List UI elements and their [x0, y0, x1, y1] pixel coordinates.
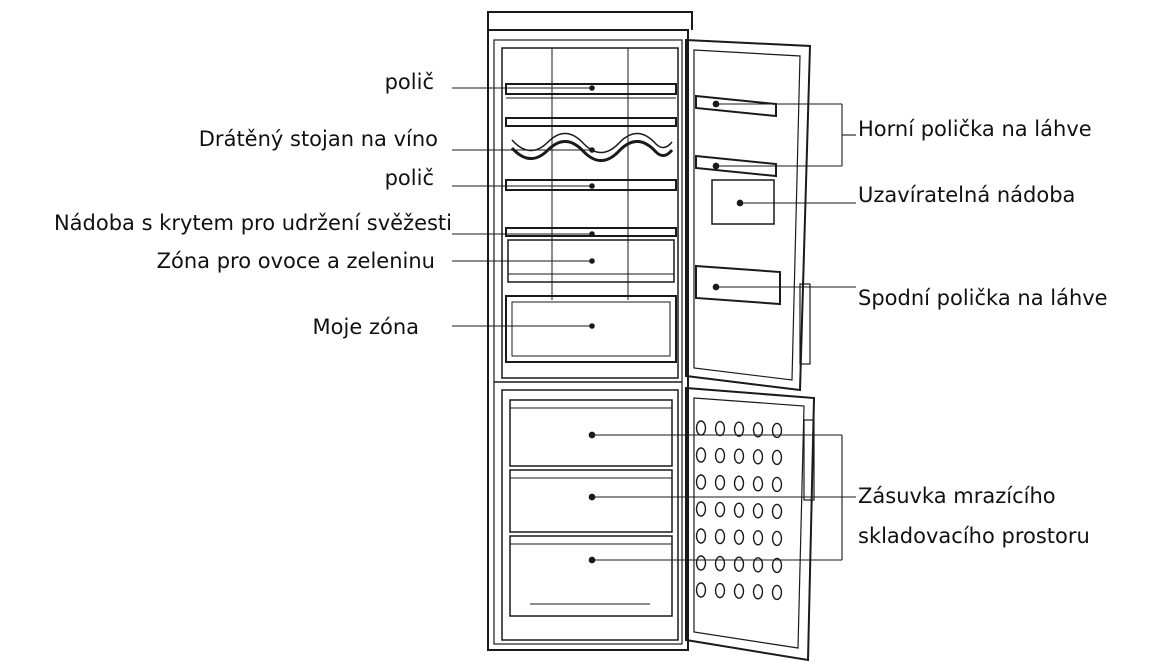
- fridge-door: [685, 38, 812, 392]
- door-bump: [714, 528, 726, 545]
- door-bump: [771, 503, 783, 520]
- shelves: [505, 83, 677, 617]
- leader-lines: [452, 87, 856, 564]
- door-bump: [733, 583, 745, 599]
- door-bump: [752, 530, 764, 546]
- door-bump: [695, 420, 707, 436]
- anchor-dot: [712, 162, 720, 170]
- door-bump: [752, 449, 764, 465]
- door-bump: [752, 503, 764, 519]
- door-bump: [733, 475, 745, 491]
- door-bump: [714, 420, 726, 437]
- door-bump: [733, 448, 745, 464]
- label-fruit-zone: Zóna pro ovoce a zeleninu: [156, 249, 435, 273]
- label-shelf-top: polič: [384, 70, 434, 94]
- label-lidded-container: Uzavíratelná nádoba: [858, 183, 1076, 207]
- door-bump: [771, 557, 783, 574]
- left-dots: [589, 85, 595, 329]
- door-bump: [714, 447, 726, 464]
- door-bump: [695, 528, 707, 544]
- anchor-dot: [588, 431, 596, 439]
- anchor-dot: [712, 100, 720, 108]
- door-bump: [733, 529, 745, 545]
- label-freezer-drawer-line1: Zásuvka mrazícího: [858, 484, 1056, 508]
- label-wine-rack: Drátěný stojan na víno: [198, 127, 438, 151]
- door-bump: [733, 556, 745, 572]
- door-bump: [752, 584, 764, 600]
- door-bump: [752, 422, 764, 438]
- door-bump: [695, 555, 707, 571]
- door-bump: [714, 555, 726, 572]
- label-my-zone: Moje zóna: [312, 315, 419, 339]
- door-bump: [771, 449, 783, 466]
- anchor-dot: [712, 283, 720, 291]
- label-freezer-drawer-line2: skladovacího prostoru: [858, 524, 1090, 548]
- anchor-dot: [588, 556, 596, 564]
- door-bump: [695, 582, 707, 598]
- door-bump: [752, 557, 764, 573]
- freezer-door-pattern: [695, 420, 783, 601]
- freezer-door: [685, 386, 816, 662]
- door-bump: [714, 582, 726, 599]
- door-bump: [771, 530, 783, 547]
- label-crisper-cover: Nádoba s krytem pro udržení svěžesti: [53, 211, 452, 235]
- door-bump: [695, 474, 707, 490]
- anchor-dot: [736, 199, 744, 207]
- fridge-body: [487, 11, 693, 651]
- door-bump: [752, 476, 764, 492]
- door-bump: [714, 501, 726, 518]
- door-bump: [695, 447, 707, 463]
- door-bump: [771, 422, 783, 439]
- door-bump: [714, 474, 726, 491]
- label-lower-bottle-shelf: Spodní polička na láhve: [858, 286, 1108, 310]
- door-bump: [771, 476, 783, 493]
- anchor-dot: [588, 493, 596, 501]
- door-bump: [733, 421, 745, 437]
- door-bump: [695, 501, 707, 517]
- door-bump: [771, 584, 783, 601]
- label-shelf-middle: polič: [384, 166, 434, 190]
- door-bump: [733, 502, 745, 518]
- label-upper-bottle-shelf: Horní polička na láhve: [858, 117, 1092, 141]
